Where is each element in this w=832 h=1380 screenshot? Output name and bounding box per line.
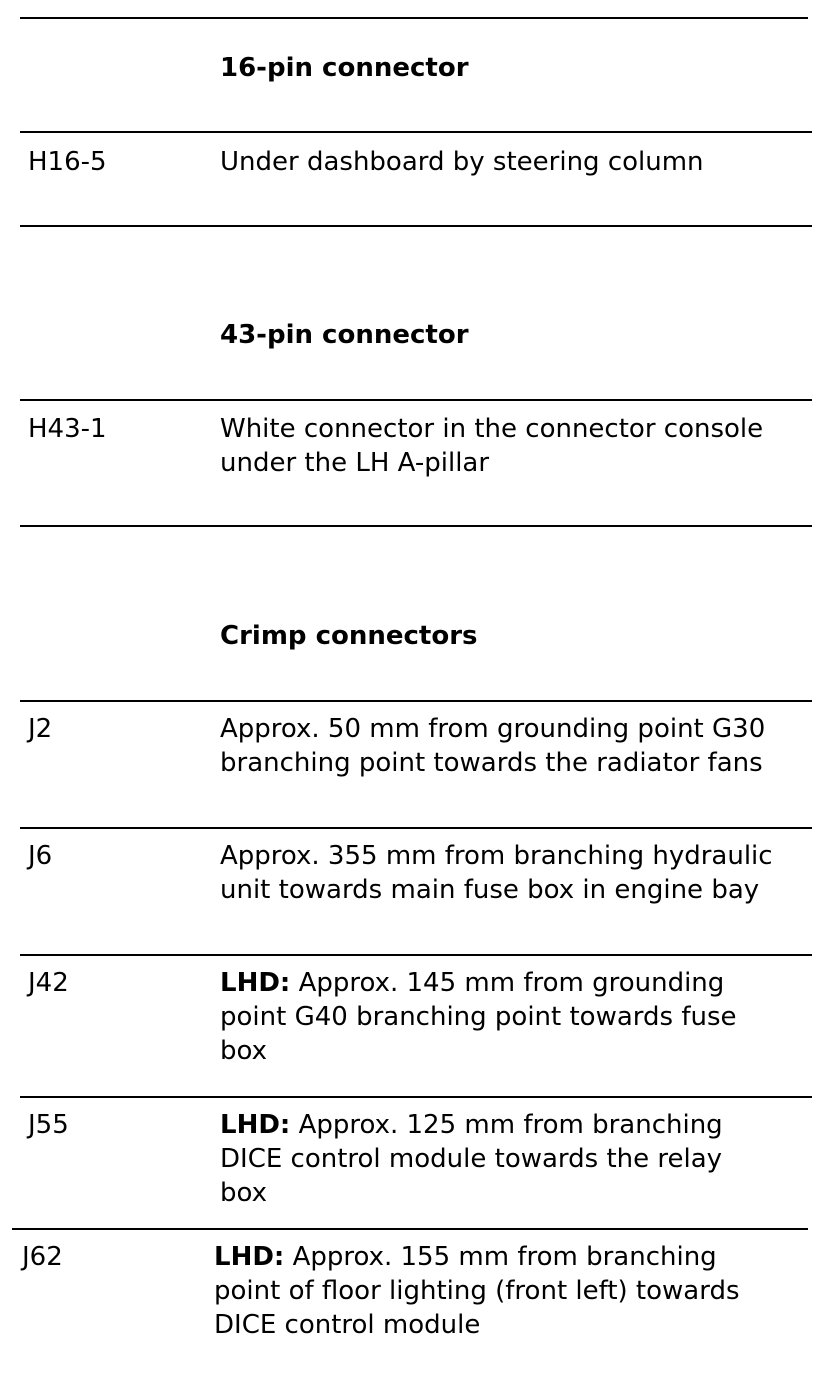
connector-location-text: Approx. 155 mm from branching <box>284 1242 717 1272</box>
connector-location-line: unit towards main fuse box in engine bay <box>220 875 760 905</box>
section-heading: 16-pin connector <box>220 53 469 83</box>
lhd-label: LHD: <box>220 968 291 998</box>
table-rule <box>20 1096 812 1098</box>
connector-location-line: point G40 branching point towards fuse <box>220 1002 737 1032</box>
connector-code: J62 <box>22 1242 63 1272</box>
connector-code: H16-5 <box>28 147 107 177</box>
connector-location-line: branching point towards the radiator fan… <box>220 748 763 778</box>
connector-location-line: under the LH A-pillar <box>220 448 490 478</box>
section-heading: Crimp connectors <box>220 621 478 651</box>
table-rule <box>20 700 812 702</box>
connector-location-line: DICE control module <box>214 1310 481 1340</box>
table-rule <box>20 399 812 401</box>
connector-code: J42 <box>28 968 69 998</box>
connector-location-text: Approx. 145 mm from grounding <box>290 968 725 998</box>
connector-location-line: box <box>220 1178 267 1208</box>
table-rule <box>20 827 812 829</box>
connector-location-line: Under dashboard by steering column <box>220 147 704 177</box>
table-rule <box>12 1228 808 1230</box>
connector-location-line: box <box>220 1036 267 1066</box>
lhd-label: LHD: <box>214 1242 285 1272</box>
connector-location-text: Approx. 125 mm from branching <box>290 1110 723 1140</box>
connector-location-line: point of floor lighting (front left) tow… <box>214 1276 740 1306</box>
connector-location-line: LHD: Approx. 155 mm from branching <box>214 1240 717 1274</box>
connector-location-line: White connector in the connector console <box>220 414 764 444</box>
table-rule <box>20 954 812 956</box>
connector-location-line: Approx. 50 mm from grounding point G30 <box>220 714 766 744</box>
table-rule <box>20 525 812 527</box>
section-heading: 43-pin connector <box>220 320 469 350</box>
connector-code: J6 <box>28 841 53 871</box>
connector-code: J2 <box>28 714 53 744</box>
table-rule <box>20 225 812 227</box>
connector-location-line: Approx. 355 mm from branching hydraulic <box>220 841 773 871</box>
lhd-label: LHD: <box>220 1110 291 1140</box>
table-rule <box>20 17 808 19</box>
connector-location-line: LHD: Approx. 125 mm from branching <box>220 1108 723 1142</box>
connector-code: H43-1 <box>28 414 107 444</box>
table-rule <box>20 131 812 133</box>
connector-code: J55 <box>28 1110 69 1140</box>
connector-location-line: LHD: Approx. 145 mm from grounding <box>220 966 724 1000</box>
connector-location-line: DICE control module towards the relay <box>220 1144 723 1174</box>
